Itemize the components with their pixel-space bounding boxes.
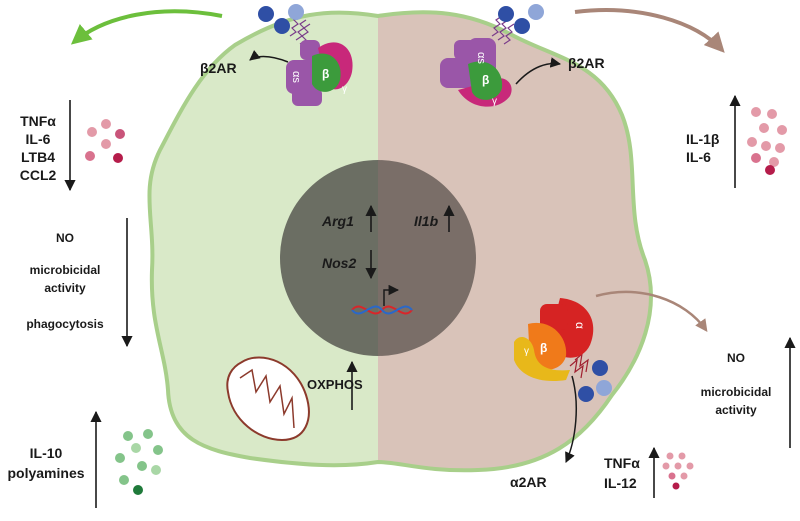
function-no: NO xyxy=(56,231,74,245)
b2ar-left-pointer xyxy=(249,50,289,63)
cytokine-il1b: IL-1β xyxy=(686,131,720,147)
left-secreted-up: IL-10 polyamines xyxy=(7,445,84,481)
cytokine-tnfa: TNFα xyxy=(20,113,56,129)
b2ar-receptor-right: αs β γ xyxy=(440,15,515,107)
b2ar-left-label: β2AR xyxy=(200,60,237,76)
function-microbicidal: microbicidal xyxy=(30,263,101,277)
gamma-label: γ xyxy=(342,84,347,95)
b2ar-right-label: β2AR xyxy=(568,55,605,71)
ligand-cluster-top-right xyxy=(498,4,544,34)
dna-helix-icon xyxy=(351,284,413,315)
cytokine-ltb4: LTB4 xyxy=(21,149,55,165)
mitochondrion-icon xyxy=(226,356,310,442)
gamma-label-a2: γ xyxy=(524,346,529,357)
right-cytokines-up-bottom: TNFα IL-12 xyxy=(604,455,640,491)
green-dots-left xyxy=(115,429,163,495)
a2ar-label: α2AR xyxy=(510,474,547,490)
cytokine-il6: IL-6 xyxy=(26,131,51,147)
cytokine-tnfa-right: TNFα xyxy=(604,455,640,471)
beta-label: β xyxy=(322,67,329,81)
right-functions-up: NO microbicidal activity xyxy=(701,351,772,417)
secreted-il10: IL-10 xyxy=(30,445,63,461)
alpha-s-label-right: αs xyxy=(475,52,487,64)
beta-label-a2: β xyxy=(540,341,547,355)
b2ar-receptor-left: αs β γ xyxy=(286,15,353,106)
function-microbicidal-right: microbicidal xyxy=(701,385,772,399)
alpha-s-label: αs xyxy=(290,71,302,83)
cytokine-il12: IL-12 xyxy=(604,475,637,491)
function-activity-right: activity xyxy=(715,403,757,417)
left-cytokines-down: TNFα IL-6 LTB4 CCL2 xyxy=(20,113,57,183)
ligand-cluster-bottom-right xyxy=(578,360,612,402)
a2ar-receptor: α β γ xyxy=(514,298,594,382)
secreted-polyamines: polyamines xyxy=(7,465,84,481)
left-pathway-arrow xyxy=(70,9,223,45)
b2ar-right-pointer xyxy=(515,57,562,85)
a2ar-pointer xyxy=(565,375,577,463)
pink-dots-right xyxy=(747,107,787,175)
cell-membrane xyxy=(147,10,653,473)
oxphos-label: OXPHOS xyxy=(307,377,363,392)
gene-il1b: Il1b xyxy=(414,213,439,229)
pink-dots-bottom-right xyxy=(662,452,694,490)
ligand-cluster-top-left xyxy=(258,4,304,34)
right-pathway-arrow-bottom xyxy=(595,290,708,333)
beta-label-right: β xyxy=(482,73,489,87)
cytokine-ccl2: CCL2 xyxy=(20,167,57,183)
function-activity: activity xyxy=(44,281,86,295)
gene-arg1: Arg1 xyxy=(321,213,354,229)
function-phagocytosis: phagocytosis xyxy=(26,317,104,331)
cytokine-il6-right: IL-6 xyxy=(686,149,711,165)
alpha-label: α xyxy=(573,322,587,329)
gamma-label-right: γ xyxy=(492,96,497,107)
right-cytokines-up: IL-1β IL-6 xyxy=(686,131,720,165)
gene-nos2: Nos2 xyxy=(322,255,356,271)
left-functions-down: NO microbicidal activity phagocytosis xyxy=(26,231,104,331)
function-no-right: NO xyxy=(727,351,745,365)
right-pathway-arrow-top xyxy=(574,8,725,53)
pink-dots-left xyxy=(85,119,125,163)
